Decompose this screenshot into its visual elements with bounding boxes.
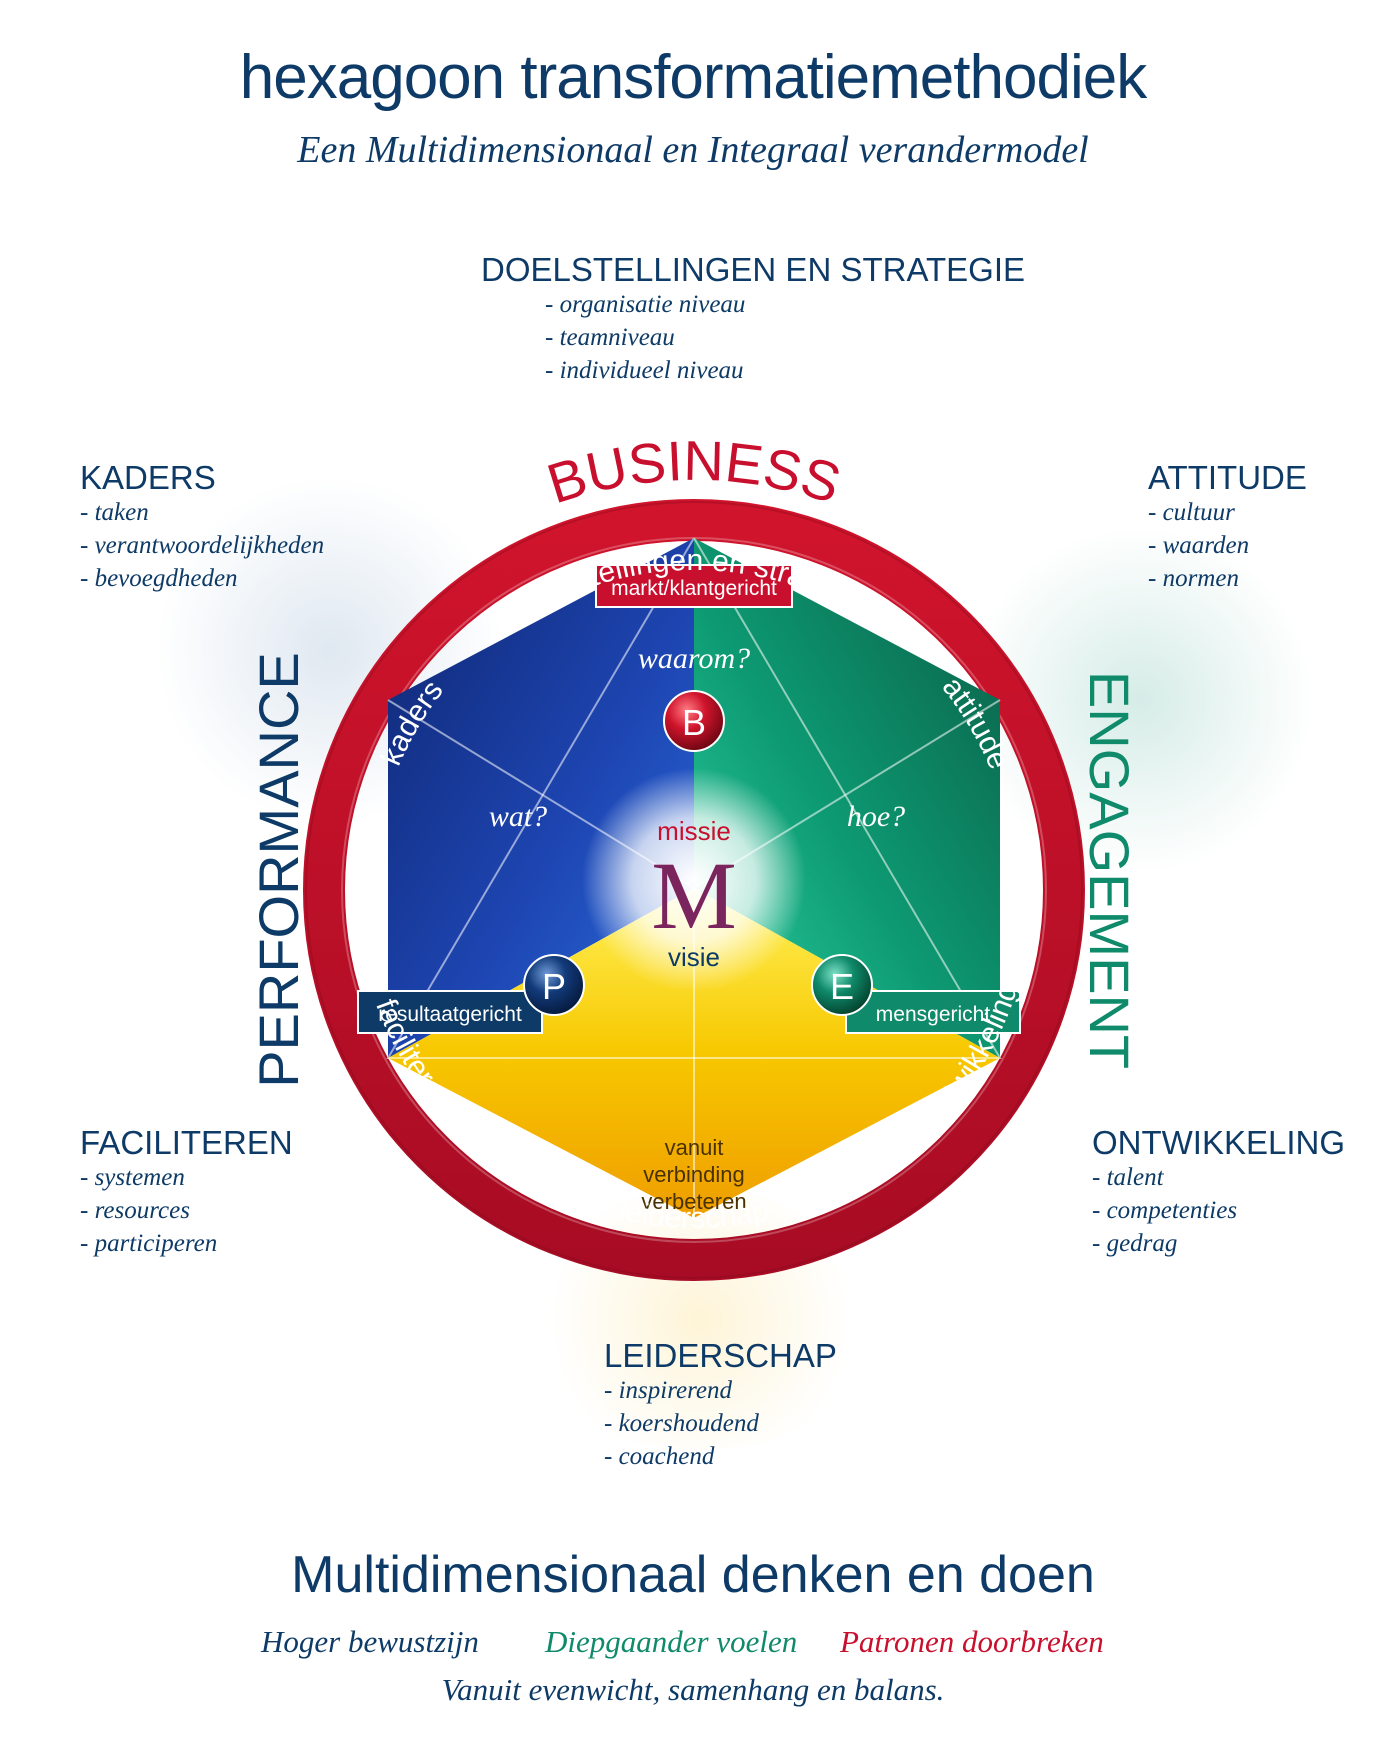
block-bottom-right: ONTWIKKELING - talent - competenties - g…: [1092, 1125, 1345, 1260]
block-bottom: LEIDERSCHAP - inspirerend - koershoudend…: [604, 1338, 837, 1473]
block-item: - bevoegdheden: [80, 565, 238, 592]
badge-left-label: resultaatgericht: [378, 1003, 522, 1026]
block-item: - teamniveau: [545, 324, 675, 351]
ball-p: [523, 954, 585, 1016]
block-heading: DOELSTELLINGEN EN STRATEGIE: [481, 251, 1026, 288]
ball-e-letter: E: [830, 966, 854, 1007]
yellow-line-2: verbinding: [643, 1162, 745, 1187]
footer-title: Multidimensionaal denken en doen: [291, 1546, 1095, 1604]
page-title: hexagoon transformatiemethodiek: [239, 43, 1147, 112]
block-top: DOELSTELLINGEN EN STRATEGIE - organisati…: [481, 252, 1025, 387]
dimension-performance: PERFORMANCE: [247, 652, 310, 1088]
block-item: - participeren: [80, 1230, 218, 1257]
footer-tagline: Vanuit evenwicht, samenhang en balans.: [441, 1672, 945, 1707]
block-item: - inspirerend: [604, 1377, 732, 1404]
page-subtitle: Een Multidimensionaal en Integraal veran…: [297, 129, 1089, 171]
block-item: - verantwoordelijkheden: [80, 532, 325, 559]
footer-tag-2: Diepgaander voelen: [545, 1624, 798, 1659]
block-item: - gedrag: [1092, 1230, 1178, 1257]
badge-left: [357, 990, 543, 1034]
yellow-line-1: vanuit: [665, 1135, 724, 1160]
block-heading: ONTWIKKELING: [1092, 1124, 1346, 1161]
block-item: - coachend: [604, 1443, 715, 1470]
ball-p-letter: P: [542, 966, 566, 1007]
footer-tag-3: Patronen doorbreken: [840, 1624, 1104, 1659]
ball-e: [811, 954, 873, 1016]
ball-b: [663, 690, 725, 752]
footer-tag-1: Hoger bewustzijn: [261, 1624, 479, 1659]
block-item: - competenties: [1092, 1197, 1238, 1224]
block-heading: KADERS: [80, 459, 216, 496]
block-item: - talent: [1092, 1164, 1164, 1191]
center-letter: M: [651, 842, 736, 949]
badge-top: [595, 564, 793, 608]
block-heading: LEIDERSCHAP: [604, 1337, 837, 1374]
block-item: - individueel niveau: [545, 357, 744, 384]
badge-top-label: markt/klantgericht: [611, 577, 777, 600]
question-top: waarom?: [638, 642, 750, 675]
dimension-engagement: ENGAGEMENT: [1078, 671, 1141, 1069]
ball-b-letter: B: [682, 702, 706, 743]
center-visie: visie: [668, 942, 720, 972]
block-item: - koershoudend: [604, 1410, 759, 1437]
block-item: - systemen: [80, 1164, 185, 1191]
badge-right: [845, 990, 1021, 1034]
block-item: - normen: [1148, 565, 1239, 592]
question-left: wat?: [489, 800, 547, 833]
yellow-line-3: verbeteren: [641, 1189, 746, 1214]
center-missie: missie: [657, 816, 731, 846]
block-item: - taken: [80, 499, 149, 526]
block-item: - resources: [80, 1197, 190, 1224]
badge-right-label: mensgericht: [876, 1003, 991, 1026]
center-letter-shade: M: [651, 842, 736, 949]
question-right: hoe?: [847, 800, 905, 833]
block-heading: ATTITUDE: [1148, 459, 1307, 496]
block-item: - cultuur: [1148, 499, 1235, 526]
block-top-left: KADERS - taken - verantwoordelijkheden -…: [80, 460, 324, 595]
block-top-right: ATTITUDE - cultuur - waarden - normen: [1148, 460, 1307, 595]
block-item: - organisatie niveau: [545, 291, 746, 318]
block-item: - waarden: [1148, 532, 1250, 559]
block-bottom-left: FACILITEREN - systemen - resources - par…: [80, 1125, 293, 1260]
block-heading: FACILITEREN: [80, 1124, 293, 1161]
outer-ring: [303, 499, 1085, 1281]
